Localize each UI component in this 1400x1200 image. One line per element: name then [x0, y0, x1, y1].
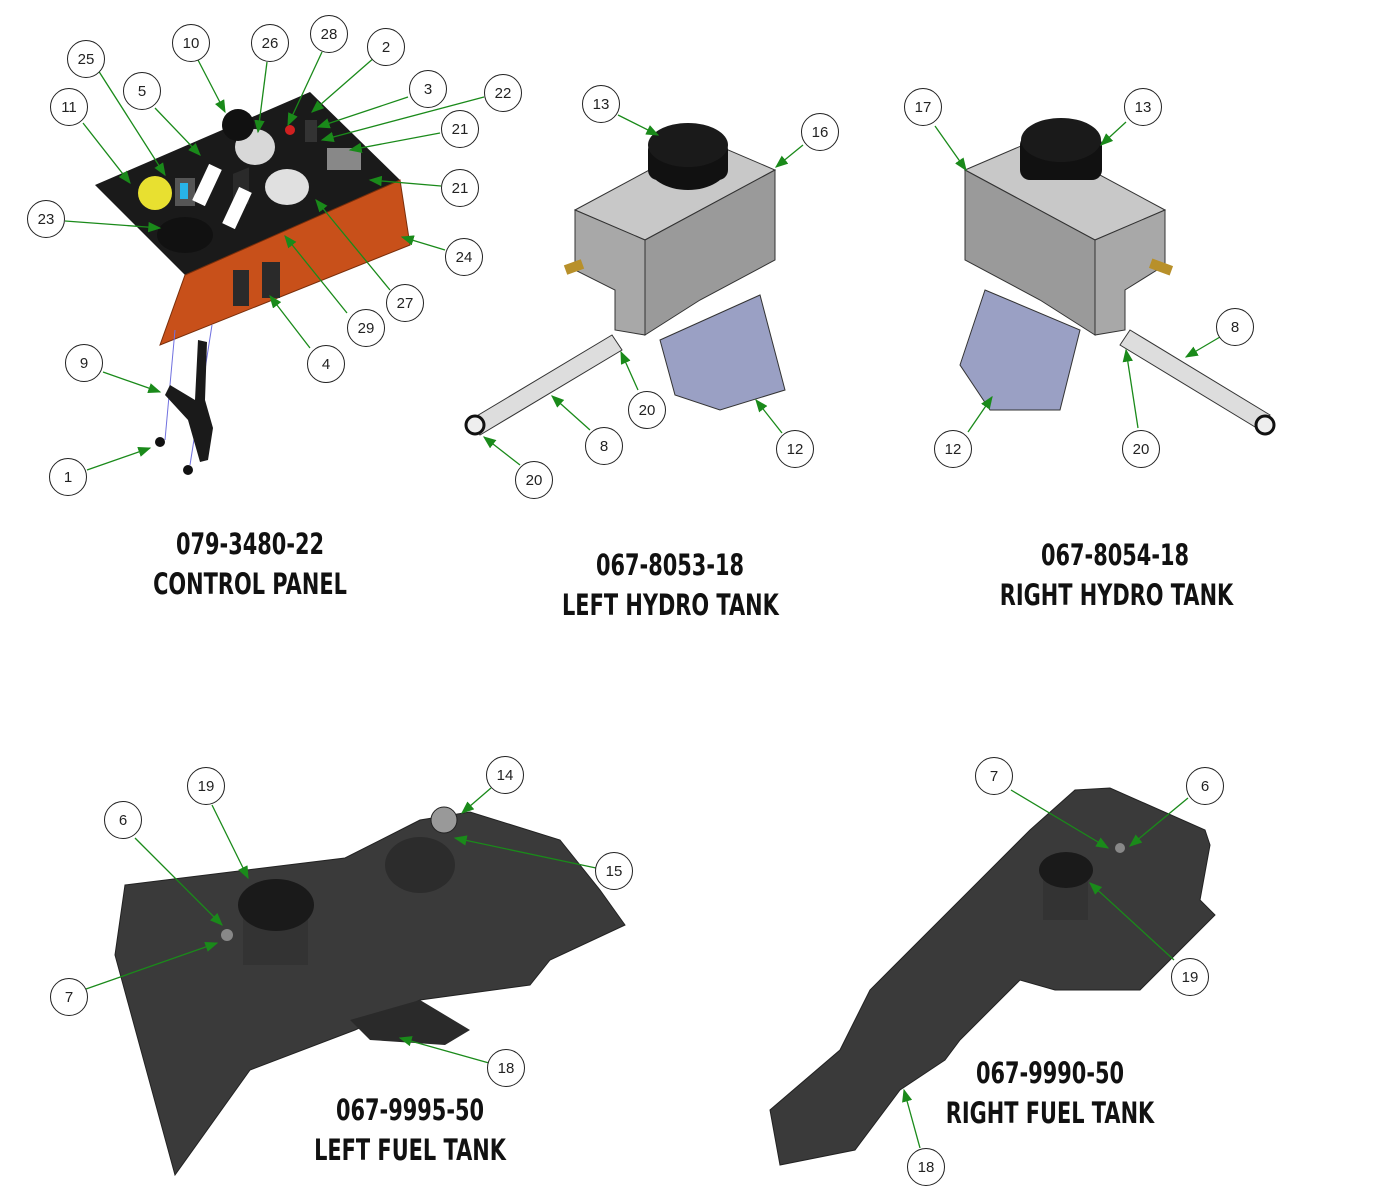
callout-20: 20	[1122, 430, 1160, 468]
callout-8: 8	[1216, 308, 1254, 346]
callout-20-lower: 20	[515, 461, 553, 499]
callout-24: 24	[445, 238, 483, 276]
callout-6: 6	[104, 801, 142, 839]
callout-19: 19	[187, 767, 225, 805]
callout-29: 29	[347, 309, 385, 347]
part-number: 067-8054-18	[1040, 538, 1190, 572]
assembly-name: CONTROL PANEL	[153, 567, 347, 601]
callout-13: 13	[1124, 88, 1162, 126]
callout-20-upper: 20	[628, 391, 666, 429]
callout-1: 1	[49, 458, 87, 496]
callout-7: 7	[975, 757, 1013, 795]
right-fuel-tank-illustration	[769, 787, 1216, 1166]
assembly-name: LEFT HYDRO TANK	[562, 588, 779, 622]
part-number: 079-3480-22	[175, 527, 325, 561]
callout-18: 18	[907, 1148, 945, 1186]
assembly-name: RIGHT HYDRO TANK	[999, 578, 1234, 612]
callout-4: 4	[307, 345, 345, 383]
callout-11: 11	[50, 88, 88, 126]
callout-14: 14	[486, 756, 524, 794]
callout-7: 7	[50, 978, 88, 1016]
callout-10: 10	[172, 24, 210, 62]
callout-2: 2	[367, 28, 405, 66]
callout-15: 15	[595, 852, 633, 890]
right-fuel-tank-caption: 067-9990-50 RIGHT FUEL TANK	[935, 1053, 1165, 1133]
assembly-name: LEFT FUEL TANK	[314, 1133, 506, 1167]
callout-23: 23	[27, 200, 65, 238]
callout-9: 9	[65, 344, 103, 382]
callout-5: 5	[123, 72, 161, 110]
right-hydro-tank-illustration	[959, 118, 1276, 436]
callout-3: 3	[409, 70, 447, 108]
callout-22: 22	[484, 74, 522, 112]
part-number: 067-9995-50	[335, 1093, 485, 1127]
callout-21-lower: 21	[441, 169, 479, 207]
control-panel-illustration	[95, 92, 411, 475]
left-fuel-tank-caption: 067-9995-50 LEFT FUEL TANK	[302, 1090, 518, 1170]
part-number: 067-9990-50	[975, 1056, 1125, 1090]
callout-13: 13	[582, 85, 620, 123]
callout-6: 6	[1186, 767, 1224, 805]
left-fuel-tank-illustration	[114, 806, 626, 1177]
callout-12: 12	[934, 430, 972, 468]
callout-27: 27	[386, 284, 424, 322]
callout-12: 12	[776, 430, 814, 468]
right-hydro-tank-caption: 067-8054-18 RIGHT HYDRO TANK	[999, 535, 1234, 615]
callout-28: 28	[310, 15, 348, 53]
callout-21-upper: 21	[441, 110, 479, 148]
callout-18: 18	[487, 1049, 525, 1087]
callout-19: 19	[1171, 958, 1209, 996]
callout-16: 16	[801, 113, 839, 151]
control-panel-caption: 079-3480-22 CONTROL PANEL	[142, 524, 358, 604]
callout-17: 17	[904, 88, 942, 126]
callout-26: 26	[251, 24, 289, 62]
callout-8: 8	[585, 427, 623, 465]
left-hydro-tank-illustration	[464, 123, 786, 436]
assembly-name: RIGHT FUEL TANK	[945, 1096, 1155, 1130]
left-hydro-tank-caption: 067-8053-18 LEFT HYDRO TANK	[562, 545, 779, 625]
callout-25: 25	[67, 40, 105, 78]
part-number: 067-8053-18	[595, 548, 745, 582]
